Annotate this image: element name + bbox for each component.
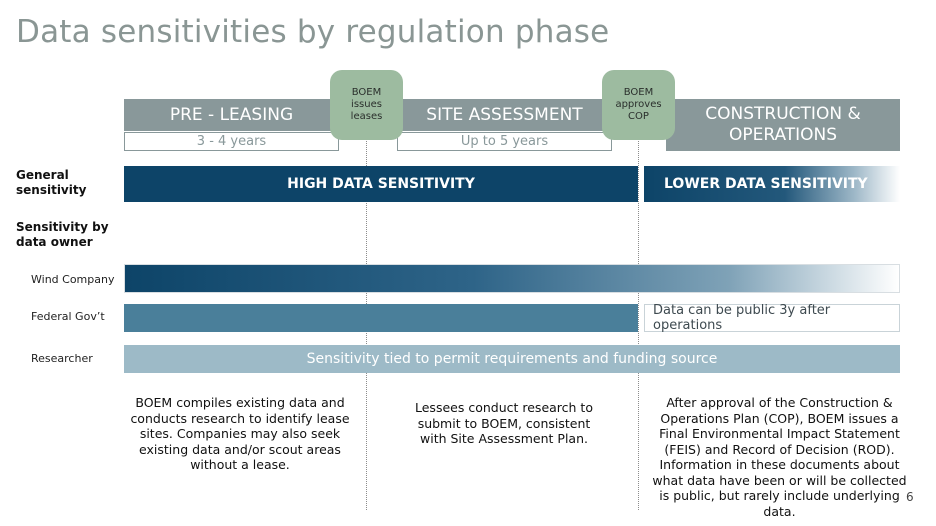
description-pre-leasing: BOEM compiles existing data and conducts… bbox=[130, 395, 350, 472]
phase-label: SITE ASSESSMENT bbox=[426, 104, 583, 125]
phase-pre-leasing: PRE - LEASING bbox=[124, 99, 339, 131]
bar-low-label: LOWER DATA SENSITIVITY bbox=[664, 176, 868, 192]
bar-wind-company bbox=[124, 264, 900, 293]
row-label-wind-company: Wind Company bbox=[31, 273, 115, 286]
row-label-by-owner: Sensitivity by data owner bbox=[16, 220, 109, 249]
description-site-assessment: Lessees conduct research to submit to BO… bbox=[415, 400, 593, 446]
phase-label: CONSTRUCTION & OPERATIONS bbox=[705, 104, 861, 145]
phase-construction-operations: CONSTRUCTION & OPERATIONS bbox=[666, 99, 900, 151]
phase-site-assessment: SITE ASSESSMENT bbox=[397, 99, 612, 131]
milestone-line-cop bbox=[638, 138, 639, 510]
description-construction: After approval of the Construction & Ope… bbox=[652, 395, 907, 519]
researcher-bar-text: Sensitivity tied to permit requirements … bbox=[306, 351, 718, 367]
phase-label: PRE - LEASING bbox=[169, 104, 294, 125]
bar-federal-note: Data can be public 3y after operations bbox=[644, 303, 900, 333]
row-label-researcher: Researcher bbox=[31, 352, 93, 365]
phase-duration-site-assessment: Up to 5 years bbox=[397, 132, 612, 151]
milestone-label: BOEM approves COP bbox=[615, 87, 662, 122]
milestone-badge-cop: BOEM approves COP bbox=[602, 70, 675, 140]
bar-federal-govt bbox=[124, 304, 638, 332]
bar-high-label: HIGH DATA SENSITIVITY bbox=[287, 176, 475, 192]
bar-researcher: Sensitivity tied to permit requirements … bbox=[124, 345, 900, 373]
page-number: 6 bbox=[906, 490, 914, 504]
page-title: Data sensitivities by regulation phase bbox=[16, 14, 610, 50]
row-label-general-sensitivity: General sensitivity bbox=[16, 168, 87, 197]
phase-duration-pre-leasing: 3 - 4 years bbox=[124, 132, 339, 151]
bar-high-sensitivity: HIGH DATA SENSITIVITY bbox=[124, 166, 638, 202]
milestone-badge-leases: BOEM issues leases bbox=[330, 70, 403, 140]
milestone-label: BOEM issues leases bbox=[350, 87, 383, 122]
bar-lower-sensitivity: LOWER DATA SENSITIVITY bbox=[644, 166, 900, 202]
federal-note-text: Data can be public 3y after operations bbox=[653, 303, 831, 333]
row-label-federal-govt: Federal Gov’t bbox=[31, 310, 105, 323]
